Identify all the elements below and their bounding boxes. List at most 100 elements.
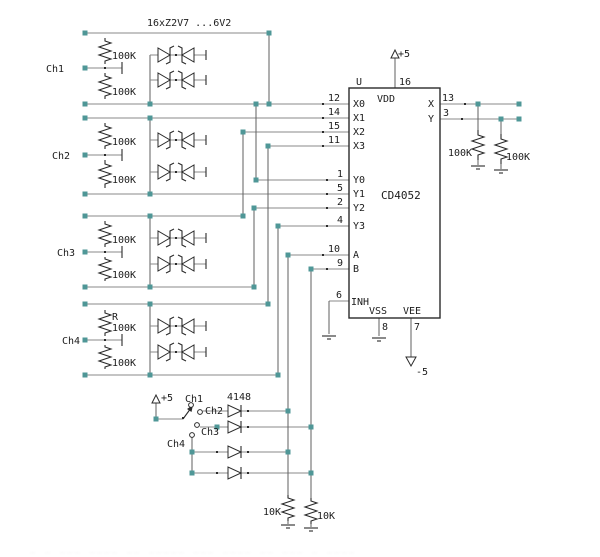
vee-supply-label: -5	[416, 367, 428, 378]
signal-diode	[227, 404, 243, 418]
junction-node	[82, 284, 88, 290]
junction-dot	[175, 54, 177, 56]
zener-diode	[181, 132, 195, 148]
ch4-rtop-ref: R	[112, 312, 119, 323]
zener-diode	[181, 230, 195, 246]
selector-contact[interactable]	[194, 422, 200, 428]
junction-node	[82, 337, 88, 343]
channel-input-labels: Ch1 Ch2 Ch3 Ch4 100K 100K 100K 100K 100K…	[46, 51, 136, 369]
junction-node	[266, 101, 272, 107]
a-bus-pulldown-value: 10K	[263, 507, 281, 518]
pin-num-3: 3	[443, 108, 449, 119]
junction-node	[240, 213, 246, 219]
junction-node	[265, 301, 271, 307]
zener-diode	[157, 72, 171, 88]
junction-node	[265, 143, 271, 149]
pin-name-y3: Y3	[353, 221, 365, 232]
junction-node	[266, 30, 272, 36]
junction-dot	[326, 193, 328, 195]
junction-node	[285, 252, 291, 258]
junction-dot	[464, 103, 466, 105]
pin-name-y1: Y1	[353, 189, 365, 200]
junction-dot	[175, 79, 177, 81]
ch2-rbot-value: 100K	[112, 175, 136, 186]
junction-dot	[326, 179, 328, 181]
junction-node	[285, 449, 291, 455]
junction-node	[308, 424, 314, 430]
selector-contact[interactable]	[188, 402, 194, 408]
zener-cathode-bar	[165, 254, 175, 274]
pin-name-x: X	[428, 99, 434, 110]
junction-node	[275, 372, 281, 378]
resistor	[97, 160, 113, 188]
resistor	[97, 123, 113, 149]
junction-node	[147, 301, 153, 307]
resistor	[280, 495, 296, 521]
junction-node	[153, 416, 159, 422]
zener-cathode-bar	[165, 228, 175, 248]
zener-diode	[181, 318, 195, 334]
junction-dot	[175, 237, 177, 239]
junction-dot	[104, 154, 106, 156]
pin-num-14: 14	[328, 107, 340, 118]
junction-node	[147, 115, 153, 121]
junction-dot	[247, 410, 249, 412]
zener-diode	[181, 72, 195, 88]
junction-dot	[175, 171, 177, 173]
pin-name-x0: X0	[353, 99, 365, 110]
junction-dot	[175, 263, 177, 265]
zener-diode	[181, 256, 195, 272]
supply-arrow-down	[405, 356, 417, 368]
junction-node	[82, 213, 88, 219]
junction-node	[82, 191, 88, 197]
pin-num-2: 2	[337, 197, 343, 208]
zener-cathode-bar	[165, 45, 175, 65]
junction-node	[82, 101, 88, 107]
pin-num-10: 10	[328, 244, 340, 255]
selector-contact[interactable]	[189, 432, 195, 438]
pin-num-9: 9	[337, 258, 343, 269]
resistor	[97, 345, 113, 369]
junction-node	[82, 115, 88, 121]
ch2-label: Ch2	[52, 151, 70, 162]
ic-vee-label: VEE	[403, 306, 421, 317]
ch4-rtop-value: 100K	[112, 323, 136, 334]
output-network-labels: 100K 100K	[448, 148, 530, 163]
junction-dot	[322, 131, 324, 133]
resistor	[493, 134, 509, 164]
ic-part-label: CD4052	[381, 189, 421, 202]
ch3-rtop-value: 100K	[112, 235, 136, 246]
junction-dot	[104, 67, 106, 69]
junction-node	[82, 152, 88, 158]
junction-node	[82, 301, 88, 307]
junction-dot	[461, 118, 463, 120]
junction-dot	[104, 339, 106, 341]
supply-arrow-up	[151, 393, 161, 404]
selector-contact[interactable]	[197, 409, 203, 415]
junction-dot	[326, 207, 328, 209]
selector-pos2-label: Ch2	[205, 406, 223, 417]
resistor	[97, 73, 113, 99]
zener-diode	[181, 344, 195, 360]
junction-dot	[175, 325, 177, 327]
pin-num-5: 5	[337, 183, 343, 194]
ic-vss-label: VSS	[369, 306, 387, 317]
resistor	[97, 310, 113, 336]
pin-name-y0: Y0	[353, 175, 365, 186]
encoder-diode-type-label: 4148	[227, 392, 251, 403]
pin-num-1: 1	[337, 169, 343, 180]
junction-dot	[175, 351, 177, 353]
zener-cathode-bar	[165, 316, 175, 336]
ch1-rbot-value: 100K	[112, 87, 136, 98]
pin-num-12: 12	[328, 93, 340, 104]
zener-diode	[181, 47, 195, 63]
pin-num-6: 6	[336, 290, 342, 301]
junction-node	[253, 101, 259, 107]
ch3-label: Ch3	[57, 248, 75, 259]
pin-name-y2: Y2	[353, 203, 365, 214]
y-out-pulldown-value: 100K	[506, 152, 530, 163]
junction-node	[82, 65, 88, 71]
pin-name-x3: X3	[353, 141, 365, 152]
ch4-rbot-value: 100K	[112, 358, 136, 369]
